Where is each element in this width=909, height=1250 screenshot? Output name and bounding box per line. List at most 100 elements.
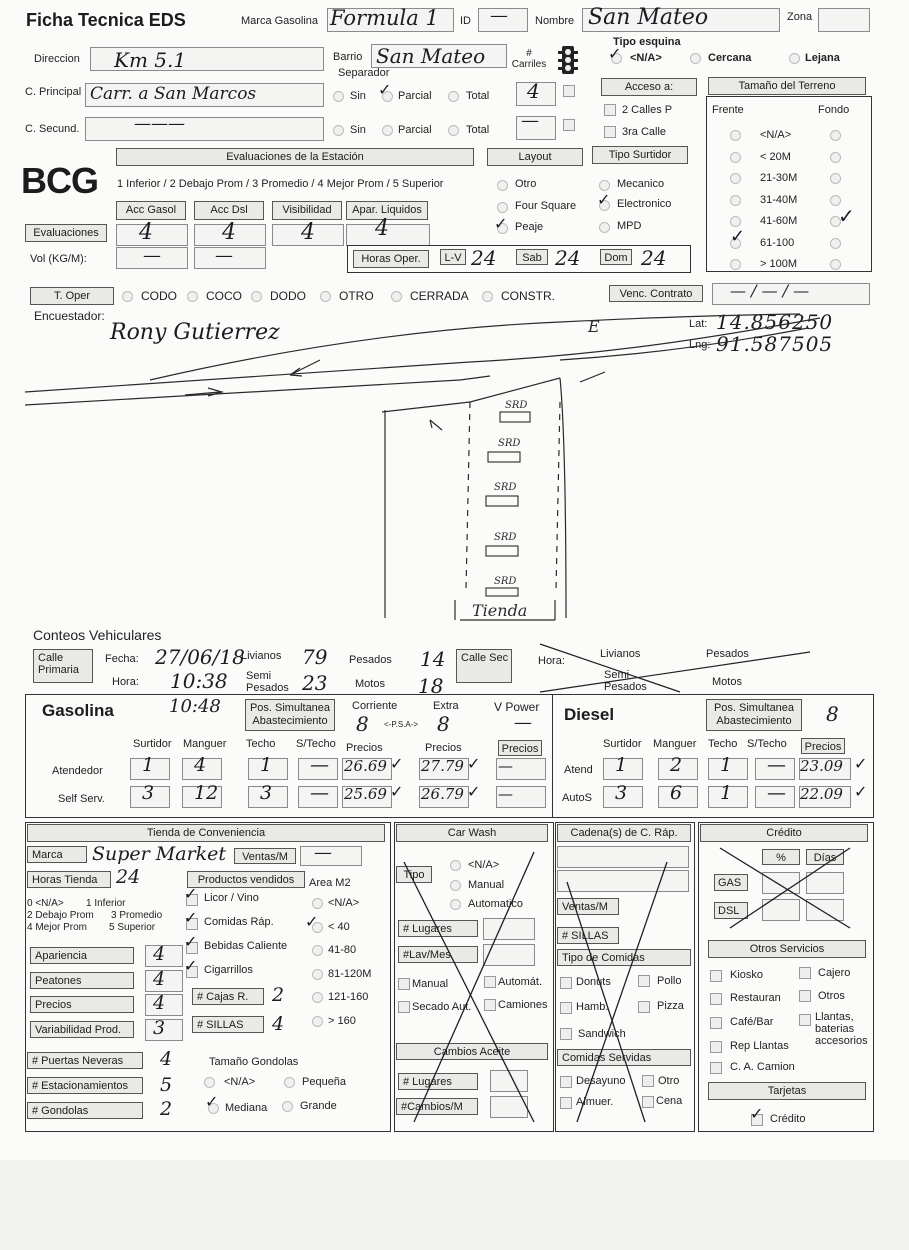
pollo-checkbox[interactable]	[638, 975, 650, 987]
credito-dsl-pct-field[interactable]	[762, 899, 800, 921]
toper-option-radio[interactable]	[251, 291, 262, 302]
sep-total-radio[interactable]	[448, 91, 459, 102]
credito-gas-dias-field[interactable]	[806, 872, 844, 894]
toper-option-radio[interactable]	[187, 291, 198, 302]
surtidor-electronico-radio[interactable]	[599, 200, 610, 211]
sec-total-radio[interactable]	[448, 125, 459, 136]
esquina-lejana-radio[interactable]	[789, 53, 800, 64]
gondola-grande-radio[interactable]	[282, 1101, 293, 1112]
donuts-checkbox[interactable]	[560, 977, 572, 989]
terreno-frente-radio[interactable]	[730, 216, 741, 227]
gondola-na-radio[interactable]	[204, 1077, 215, 1088]
vol-gasol-field[interactable]	[116, 247, 188, 269]
cena-checkbox[interactable]	[642, 1096, 654, 1108]
terreno-fondo-radio[interactable]	[830, 194, 841, 206]
atendedor-precio-field[interactable]	[496, 758, 546, 780]
credito-dsl-dias-field[interactable]	[806, 899, 844, 921]
principal-semaforo-checkbox[interactable]	[563, 85, 575, 97]
sandwich-checkbox[interactable]	[560, 1028, 572, 1040]
carwash-manual-checkbox[interactable]	[398, 978, 410, 990]
hamb-checkbox[interactable]	[560, 1002, 572, 1014]
producto-checkbox[interactable]	[186, 942, 198, 954]
atendedor-cell-field[interactable]	[182, 758, 222, 780]
self-cell-field[interactable]	[182, 786, 222, 808]
terreno-fondo-radio[interactable]	[830, 237, 841, 249]
cadena-name-field-2[interactable]	[557, 870, 689, 892]
id-field[interactable]	[478, 8, 528, 32]
esquina-na-radio[interactable]	[611, 53, 622, 64]
carwash-manual-radio[interactable]	[450, 880, 461, 891]
producto-checkbox[interactable]	[186, 918, 198, 930]
zona-field[interactable]	[818, 8, 870, 32]
eval-acc-dsl-field[interactable]	[194, 224, 266, 246]
secundaria-field[interactable]	[85, 117, 324, 141]
area-radio[interactable]	[312, 945, 323, 956]
surtidor-mecanico-radio[interactable]	[599, 180, 610, 191]
area-radio[interactable]	[312, 968, 323, 980]
diesel-autos-precio-field[interactable]	[799, 786, 851, 808]
toper-option-radio[interactable]	[482, 291, 493, 302]
area-radio[interactable]	[312, 1015, 323, 1027]
terreno-fondo-radio[interactable]	[830, 173, 841, 184]
esquina-cercana-radio[interactable]	[690, 53, 701, 64]
nombre-field[interactable]	[582, 8, 780, 32]
atendedor-cell-field[interactable]	[248, 758, 288, 780]
atendedor-precio-field[interactable]	[342, 758, 392, 780]
secundaria-carriles-field[interactable]	[516, 116, 556, 140]
direccion-field[interactable]	[90, 47, 324, 71]
pizza-checkbox[interactable]	[638, 1001, 650, 1013]
area-radio[interactable]	[312, 921, 323, 933]
terreno-frente-radio[interactable]	[730, 194, 741, 206]
gondola-mediana-radio[interactable]	[208, 1103, 219, 1114]
carwash-na-radio[interactable]	[450, 860, 461, 871]
tienda-rating-field[interactable]	[145, 945, 183, 967]
tarjeta-credito-checkbox[interactable]	[751, 1114, 763, 1126]
tienda-ventas-field[interactable]	[300, 846, 362, 866]
diesel-atend-cell-field[interactable]	[603, 758, 643, 780]
carwash-lav-field[interactable]	[483, 944, 535, 966]
otros-checkbox[interactable]	[799, 990, 811, 1002]
restauran-checkbox[interactable]	[710, 993, 722, 1005]
llantas-checkbox[interactable]	[799, 1014, 811, 1026]
self-cell-field[interactable]	[248, 786, 288, 808]
terreno-frente-radio[interactable]	[730, 173, 741, 184]
toper-option-radio[interactable]	[391, 291, 402, 302]
ca-camion-checkbox[interactable]	[710, 1062, 722, 1074]
acceso-3ra-checkbox[interactable]	[604, 126, 616, 138]
sep-sin-radio[interactable]	[333, 91, 344, 102]
layout-foursquare-radio[interactable]	[497, 202, 508, 213]
eval-visibilidad-field[interactable]	[272, 224, 344, 246]
carwash-automat-checkbox[interactable]	[484, 976, 496, 988]
venc-contrato-field[interactable]	[712, 283, 870, 305]
carwash-secado-checkbox[interactable]	[398, 1001, 410, 1013]
self-precio-field[interactable]	[496, 786, 546, 808]
atendedor-cell-field[interactable]	[130, 758, 170, 780]
kiosko-checkbox[interactable]	[710, 970, 722, 982]
area-radio[interactable]	[312, 898, 323, 909]
desayuno-checkbox[interactable]	[560, 1076, 572, 1088]
diesel-atend-cell-field[interactable]	[708, 758, 748, 780]
cadena-name-field-1[interactable]	[557, 846, 689, 868]
acceso-button[interactable]: Acceso a:	[601, 78, 697, 96]
vol-dsl-field[interactable]	[194, 247, 266, 269]
eval-acc-gasol-field[interactable]	[116, 224, 188, 246]
cambios-lugares-field[interactable]	[490, 1070, 528, 1092]
self-precio-field[interactable]	[419, 786, 469, 808]
secundaria-semaforo-checkbox[interactable]	[563, 119, 575, 131]
tienda-rating-field[interactable]	[145, 994, 183, 1016]
terreno-frente-radio[interactable]	[730, 237, 741, 249]
terreno-frente-radio[interactable]	[730, 259, 741, 270]
producto-checkbox[interactable]	[186, 966, 198, 978]
atendedor-precio-field[interactable]	[419, 758, 469, 780]
terreno-fondo-radio[interactable]	[830, 130, 841, 141]
tienda-rating-field[interactable]	[145, 969, 183, 992]
self-precio-field[interactable]	[342, 786, 392, 808]
diesel-autos-cell-field[interactable]	[708, 786, 748, 808]
area-radio[interactable]	[312, 992, 323, 1003]
tienda-rating-field[interactable]	[145, 1018, 183, 1041]
self-cell-field[interactable]	[130, 786, 170, 808]
diesel-atend-precio-field[interactable]	[799, 758, 851, 780]
principal-field[interactable]	[85, 83, 324, 107]
terreno-fondo-radio[interactable]	[830, 151, 841, 163]
otro-comida-checkbox[interactable]	[642, 1075, 654, 1087]
